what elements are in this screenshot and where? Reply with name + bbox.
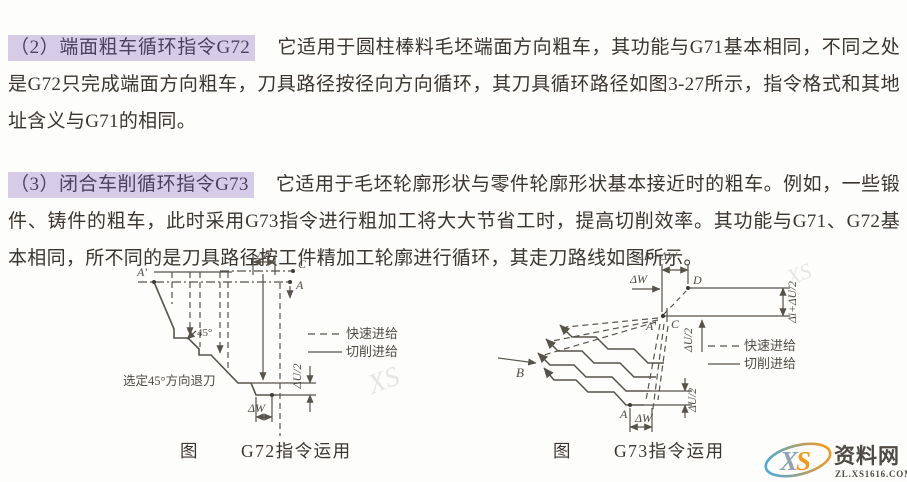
label-angle-45: 45° — [197, 327, 212, 339]
ghost-watermark: XS — [363, 361, 404, 401]
legend-rapid-label: 快速进给 — [346, 326, 398, 341]
heading-g73: （3）闭合车削循环指令G73 — [8, 172, 254, 198]
g72-diagram: A' Δd C A 45° 选定45°方向退刀 ΔU/2 ΔW 快速进给 切削进… — [123, 252, 404, 436]
label-point-a-prime: A' — [645, 319, 656, 333]
label-delta-w: ΔW — [247, 401, 266, 415]
g72-caption-prefix: 图 — [180, 441, 199, 461]
label-point-d: D — [692, 273, 702, 287]
logo-ellipse — [764, 442, 832, 478]
label-delta-w-top: ΔW — [629, 272, 648, 286]
body-text-g73: 它适用于毛坯轮廓形状与零件轮廓形状基本接近时的粗车。例如，一些锻件、铸件的粗车，… — [8, 174, 900, 269]
label-note-retract: 选定45°方向退刀 — [123, 373, 216, 388]
label-delta-k-w: ΔK+ΔW — [636, 250, 678, 263]
site-watermark-logo: XS 资料网 ZL.XS1616.COM — [764, 442, 907, 479]
label-delta-d: Δd — [256, 252, 270, 262]
g73-caption-text: G73指令运用 — [614, 441, 725, 461]
label-delta-u-half-bottom: ΔU/2 — [687, 388, 699, 413]
label-point-a: A — [295, 278, 304, 292]
g73-caption-prefix: 图 — [553, 441, 572, 461]
label-delta-u-half: ΔU/2 — [290, 363, 304, 389]
body-text-g72: 它适用于圆柱棒料毛坯端面方向粗车，其功能与G71基本相同，不同之处是G72只完成… — [8, 37, 900, 132]
legend-cutting-label: 切削进给 — [744, 356, 796, 371]
label-delta-w-bottom: ΔW — [634, 411, 653, 425]
logo-monogram: XS — [779, 446, 811, 476]
g73-diagram: ΔK+ΔW ΔW D A' C ΔU/2 Δi+ΔU/2 B A ΔW ΔU/2… — [497, 250, 815, 432]
label-point-c: C — [298, 257, 307, 271]
g72-caption: 图 G72指令运用 — [180, 438, 352, 463]
heading-g72: （2）端面粗车循环指令G72 — [8, 35, 256, 61]
legend-rapid-label: 快速进给 — [744, 338, 796, 353]
legend-cutting-label: 切削进给 — [346, 344, 398, 359]
label-delta-u-half-mid: ΔU/2 — [683, 328, 695, 353]
label-point-a: A — [619, 407, 628, 421]
logo-site-name: 资料网 — [834, 444, 900, 468]
label-delta-i-u: Δi+ΔU/2 — [787, 281, 799, 324]
label-point-b: B — [516, 365, 524, 380]
g73-caption: 图 G73指令运用 — [553, 438, 725, 463]
g72-caption-text: G72指令运用 — [241, 441, 352, 461]
logo-site-url: ZL.XS1616.COM — [835, 469, 907, 479]
label-point-c: C — [671, 317, 680, 331]
label-point-a-prime: A' — [136, 265, 147, 279]
